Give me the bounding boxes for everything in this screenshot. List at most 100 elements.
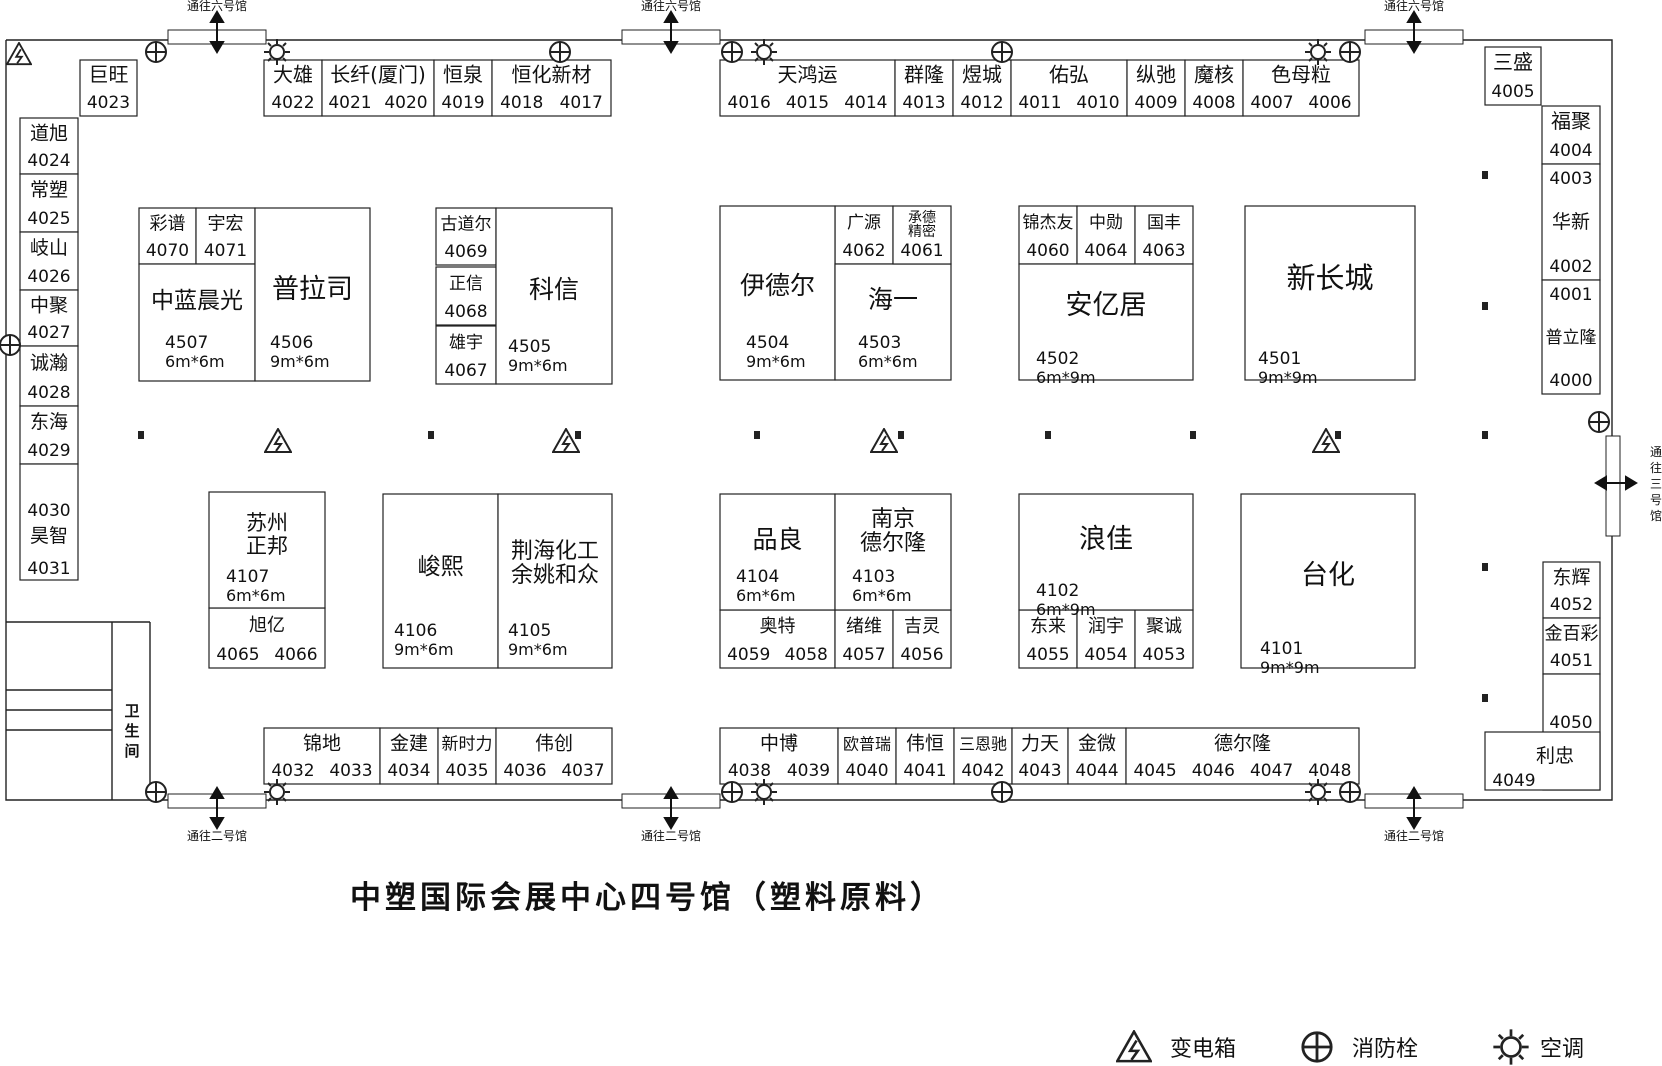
booth-size: 6m*6m bbox=[226, 586, 286, 605]
booth-size: 9m*6m bbox=[746, 352, 806, 371]
booth-number: 4107 bbox=[226, 567, 269, 587]
booth-number: 4033 bbox=[329, 761, 372, 781]
passage-label-hall3: 三 bbox=[1650, 477, 1662, 491]
booth-number: 4022 bbox=[271, 93, 314, 113]
booth-name: 大雄 bbox=[273, 62, 313, 86]
booth-number: 4103 bbox=[852, 567, 895, 587]
booth-name: 台化 bbox=[1301, 560, 1355, 591]
columns bbox=[138, 171, 1488, 702]
booth-number: 4503 bbox=[858, 333, 901, 353]
booth-number: 4027 bbox=[27, 323, 70, 343]
passage-label-hall6: 通往六号馆 bbox=[641, 0, 701, 13]
booth-name: 国丰 bbox=[1147, 213, 1181, 233]
booth-number: 4024 bbox=[27, 151, 70, 171]
booth-name: 新时力 bbox=[442, 734, 493, 754]
booth-size: 9m*6m bbox=[394, 640, 454, 659]
passage-label-hall3: 号 bbox=[1650, 493, 1662, 507]
booth-size: 6m*9m bbox=[1036, 600, 1096, 619]
restroom-label: 生 bbox=[124, 722, 139, 740]
booth-number: 4037 bbox=[561, 761, 604, 781]
booth-name: 古道尔 bbox=[441, 215, 492, 235]
booth-number: 4058 bbox=[785, 645, 828, 665]
booth-number: 4029 bbox=[27, 441, 70, 461]
booth-name: 雄宇 bbox=[449, 333, 483, 353]
booth-4022[interactable]: 大雄 4022 bbox=[263, 59, 323, 117]
booth-name: 力天 bbox=[1021, 732, 1059, 754]
booth-size: 9m*9m bbox=[1258, 368, 1318, 387]
booth-number: 4502 bbox=[1036, 349, 1079, 369]
passage-label-hall3: 通 bbox=[1650, 445, 1662, 459]
page-title: 中塑国际会展中心四号馆（塑料原料） bbox=[350, 880, 945, 916]
booth-name: 天鸿运 bbox=[778, 62, 838, 86]
passage-label-hall3: 馆 bbox=[1650, 508, 1662, 523]
